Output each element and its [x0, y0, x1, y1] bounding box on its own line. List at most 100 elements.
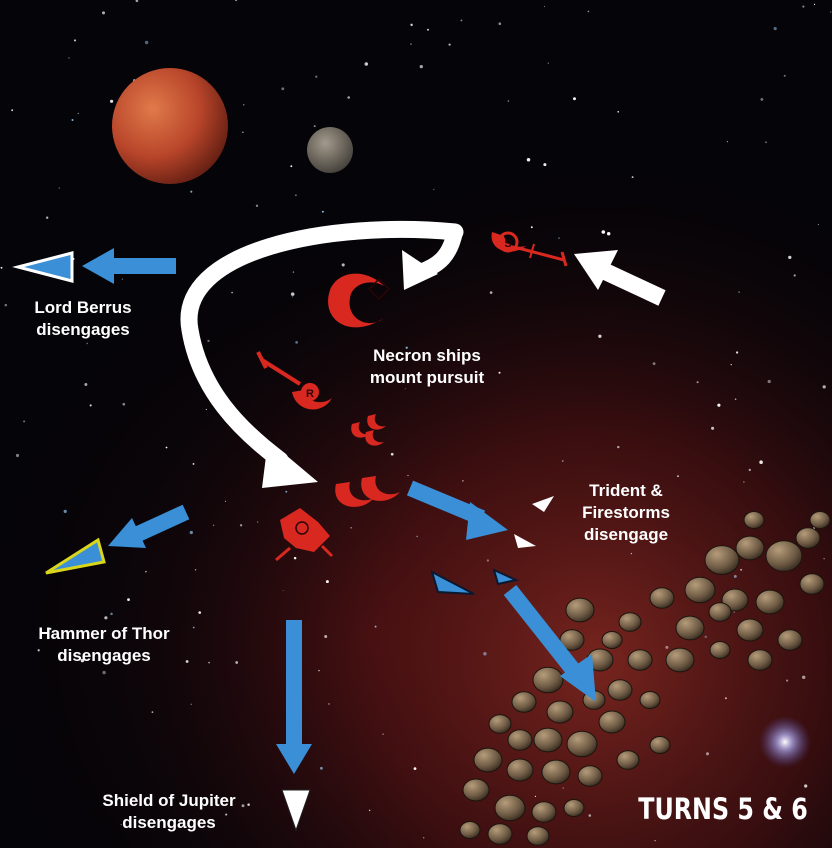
star [665, 646, 668, 649]
hammer-label-line1: Hammer of Thor [14, 623, 194, 645]
star [247, 803, 250, 806]
star [535, 796, 536, 797]
star [410, 24, 412, 26]
star [84, 383, 87, 386]
star [293, 271, 294, 272]
star [23, 420, 25, 422]
star [410, 43, 412, 45]
star [86, 343, 88, 345]
star [548, 63, 549, 64]
necron-label-line2: mount pursuit [352, 367, 502, 389]
asteroid [508, 730, 532, 750]
star [433, 189, 434, 190]
star [483, 652, 487, 656]
red-planet [112, 68, 228, 184]
star [322, 211, 324, 213]
star [206, 409, 207, 410]
asteroid [527, 827, 549, 846]
trident-label-line3: disengage [566, 524, 686, 546]
shield-label-line1: Shield of Jupiter [94, 790, 244, 812]
asteroid [650, 737, 670, 754]
star [294, 557, 297, 560]
star [16, 454, 19, 457]
star [490, 291, 493, 294]
asteroid [628, 650, 652, 670]
asteroid [766, 541, 802, 572]
star [784, 75, 786, 77]
star [735, 398, 737, 400]
star [487, 559, 489, 561]
necron-r-marker: R [306, 388, 314, 400]
hammer-label: Hammer of Thor disengages [14, 623, 194, 667]
asteroid [578, 766, 602, 786]
asteroid [666, 648, 694, 672]
star [225, 501, 226, 502]
star [152, 711, 154, 713]
star [420, 65, 423, 68]
star [102, 671, 105, 674]
star [324, 635, 327, 638]
asteroid [737, 619, 763, 641]
asteroid [748, 650, 772, 670]
asteroid [650, 588, 674, 608]
star [749, 469, 751, 471]
star [631, 553, 632, 554]
star [462, 480, 463, 481]
star [281, 87, 284, 90]
star [314, 125, 316, 127]
trident-label-line1: Trident & [566, 480, 686, 502]
star [326, 580, 329, 583]
star [407, 475, 408, 476]
star [283, 590, 284, 591]
star [369, 810, 371, 812]
asteroid [640, 692, 660, 709]
star [706, 752, 709, 755]
asteroid [564, 800, 584, 817]
asteroid [602, 632, 622, 649]
necron-label: Necron ships mount pursuit [352, 345, 502, 389]
star [110, 100, 113, 103]
star [802, 676, 805, 679]
star [802, 6, 804, 8]
star [350, 527, 352, 529]
star [190, 191, 192, 193]
star [558, 237, 559, 238]
asteroid [796, 528, 820, 548]
star [213, 525, 214, 526]
star [765, 141, 766, 142]
star [122, 278, 123, 279]
asteroid [567, 731, 597, 757]
asteroid [685, 577, 715, 603]
star [423, 837, 424, 838]
star [543, 163, 546, 166]
star [818, 224, 819, 225]
necron-label-line1: Necron ships [352, 345, 502, 367]
star [589, 814, 592, 817]
asteroid [676, 616, 704, 640]
trident-label: Trident & Firestorms disengage [566, 480, 686, 546]
star [382, 733, 383, 734]
star [508, 100, 510, 102]
star [794, 274, 796, 276]
star [499, 22, 502, 25]
star [74, 39, 76, 41]
star [734, 612, 735, 613]
star [830, 11, 831, 12]
asteroid [489, 715, 511, 734]
asteroid [533, 667, 563, 693]
asteroid [705, 546, 739, 575]
star [235, 661, 238, 664]
asteroid [507, 759, 533, 781]
star [814, 4, 815, 5]
star [347, 96, 350, 99]
asteroid [474, 748, 502, 772]
star [207, 340, 209, 342]
star [78, 113, 79, 114]
star [562, 460, 564, 462]
star [90, 404, 92, 406]
asteroid [810, 512, 830, 529]
asteroid [460, 822, 480, 839]
star [697, 381, 699, 383]
star [72, 119, 74, 121]
star [562, 787, 563, 788]
